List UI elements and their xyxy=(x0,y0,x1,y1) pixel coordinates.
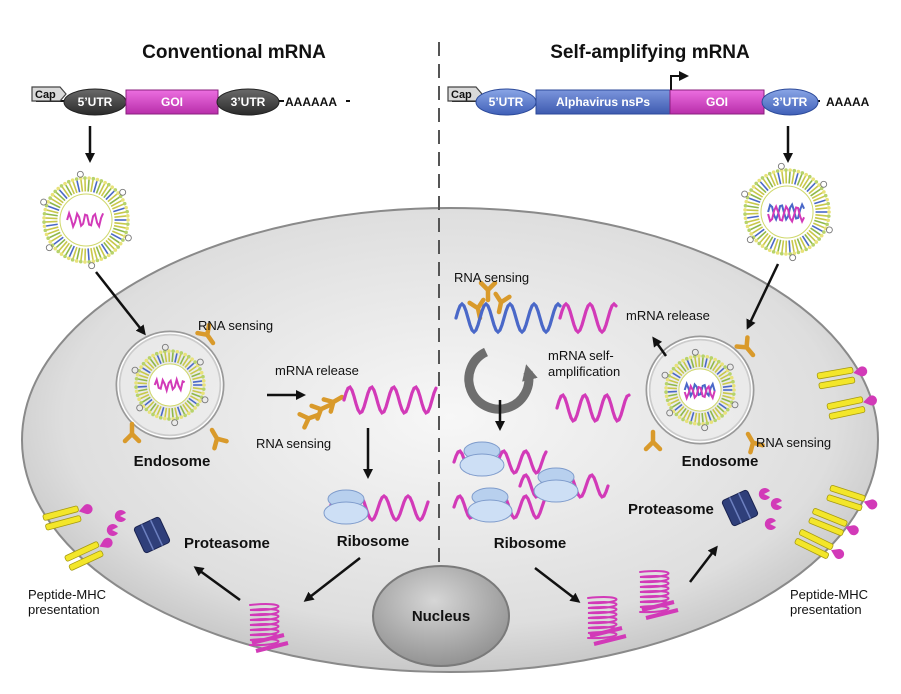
rna-sensing-label: RNA sensing xyxy=(454,270,529,285)
rna-sensor-receptor-icon xyxy=(478,280,498,303)
self-amplifying-title: Self-amplifying mRNA xyxy=(550,42,750,63)
cap-icon xyxy=(31,86,67,102)
cap-label-sa: Cap xyxy=(451,89,472,101)
rna-sensor-receptor-icon xyxy=(195,322,216,346)
peptide-mhc-label: Peptide-MHC xyxy=(790,587,868,602)
peptide-fragment-icon xyxy=(770,498,782,510)
mhc-receptor-icon xyxy=(42,504,93,531)
self-amplifying-construct: Cap 5’UTR Alphavirus nsPs GOI 3’UTR AAAA… xyxy=(447,71,884,116)
utr5-label: 5’UTR xyxy=(78,95,113,109)
goi-label-sa: GOI xyxy=(706,95,728,109)
nucleus-icon xyxy=(372,565,510,667)
peptide-mhc-label: presentation xyxy=(28,602,100,617)
arrow-lnp-to-endosome xyxy=(95,271,146,336)
protein-icon xyxy=(249,603,289,653)
ribosome-icon xyxy=(533,467,579,503)
conventional-construct: Cap 5’UTR GOI 3’UTR AAAAAA xyxy=(31,86,350,116)
endosome-label: Endosome xyxy=(682,453,759,470)
utr5-label-sa: 5’UTR xyxy=(489,95,524,109)
arrow-endosome-release-sa xyxy=(652,336,668,357)
rna-sensing-label: RNA sensing xyxy=(198,318,273,333)
mhc-receptor-icon xyxy=(808,508,859,536)
mhc-receptor-icon xyxy=(794,529,845,560)
ribosome-label: Ribosome xyxy=(494,535,567,552)
mhc-receptor-icon xyxy=(826,395,877,420)
protein-icon xyxy=(587,596,627,646)
self-amplification-label: mRNA self- xyxy=(548,348,614,363)
rna-sensor-receptor-icon xyxy=(734,335,756,358)
proteasome-icon xyxy=(721,489,759,527)
ribosome-icon xyxy=(459,441,505,477)
arrow-protein-to-proteasome-sa xyxy=(689,545,718,583)
rna-sensing-label: RNA sensing xyxy=(256,436,331,451)
rna-sensor-receptor-icon xyxy=(643,429,663,452)
self-amplification-label: amplification xyxy=(548,364,620,379)
mrna-release-label: mRNA release xyxy=(275,363,359,378)
ribosome-icon xyxy=(323,489,369,525)
cap-label: Cap xyxy=(35,89,56,101)
rna-sensor-receptor-icon xyxy=(122,421,142,444)
protein-icon xyxy=(639,570,679,620)
goi-label: GOI xyxy=(161,95,183,109)
flow-arrows xyxy=(85,126,793,603)
lipid-nanoparticle-icon xyxy=(40,170,132,270)
utr3-label-sa: 3’UTR xyxy=(773,95,808,109)
peptide-fragment-icon xyxy=(106,524,118,536)
peptide-fragment-icon xyxy=(758,488,770,501)
arrow-ribosome-to-protein xyxy=(303,557,361,602)
peptide-fragment-icon xyxy=(114,509,126,522)
proteasome-label: Proteasome xyxy=(628,501,714,518)
rna-sensing-label: RNA sensing xyxy=(756,435,831,450)
mrna-strand xyxy=(342,384,438,416)
utr3-label: 3’UTR xyxy=(231,95,266,109)
nsps-label: Alphavirus nsPs xyxy=(556,95,650,109)
polya-label: AAAAAA xyxy=(285,95,337,109)
mrna-strand xyxy=(454,301,562,335)
lipid-nanoparticle-icon xyxy=(741,162,833,262)
rna-sensor-receptor-icon xyxy=(209,427,229,451)
lipid-nanoparticle-icon xyxy=(131,343,209,427)
peptide-fragment-icon xyxy=(764,518,776,530)
mrna-strand xyxy=(558,301,618,335)
rna-sensor-receptor-icon xyxy=(321,394,345,414)
mhc-receptor-icon xyxy=(826,484,878,512)
mhc-receptor-icon xyxy=(64,537,113,571)
endosome-label: Endosome xyxy=(134,453,211,470)
ribosome-icon xyxy=(467,487,513,523)
arrow-lnp-to-endosome-sa xyxy=(746,263,780,330)
arrow-ribosomes-to-protein-sa xyxy=(534,567,581,603)
proteasome-label: Proteasome xyxy=(184,535,270,552)
arrow-protein-to-proteasome xyxy=(193,566,241,602)
rna-sensor-receptor-icon xyxy=(309,402,333,421)
nucleus-label: Nucleus xyxy=(412,608,470,625)
promoter-arrow-icon xyxy=(670,71,689,90)
mhc-receptor-icon xyxy=(816,366,868,390)
amplification-arrow-icon xyxy=(464,347,538,414)
conventional-title: Conventional mRNA xyxy=(142,42,326,63)
ribosome-label: Ribosome xyxy=(337,533,410,550)
rna-sensor-receptor-icon xyxy=(493,291,512,315)
peptide-mhc-label: Peptide-MHC xyxy=(28,587,106,602)
polya-label-sa: AAAAA xyxy=(826,95,870,109)
proteasome-icon xyxy=(133,516,171,554)
cell-membrane xyxy=(21,207,879,673)
mrna-strand xyxy=(555,392,631,424)
rna-sensor-receptor-icon xyxy=(745,431,765,455)
peptide-mhc-label: presentation xyxy=(790,602,862,617)
mrna-release-label: mRNA release xyxy=(626,308,710,323)
lipid-nanoparticle-icon xyxy=(661,348,739,432)
